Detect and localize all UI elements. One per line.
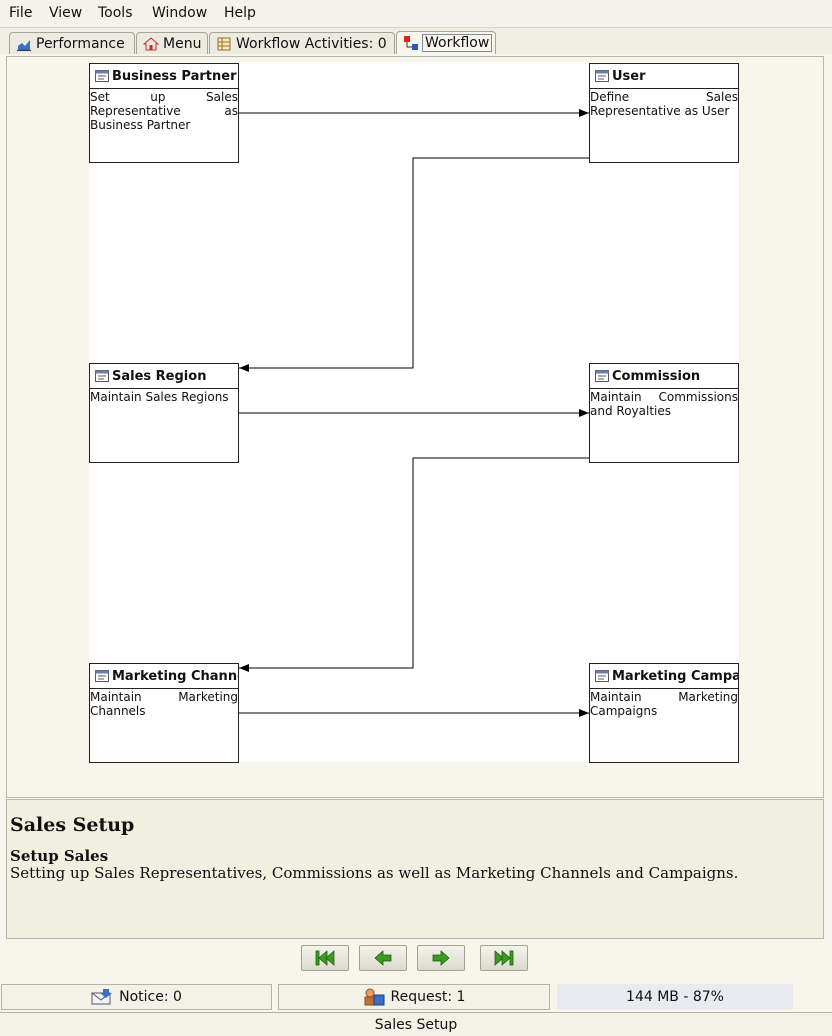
notice-status[interactable]: Notice: 0 (1, 984, 272, 1010)
chart-icon (17, 39, 31, 51)
home-icon (143, 36, 159, 50)
workflow-subtitle: Setup Sales (10, 847, 109, 865)
window-icon (95, 370, 109, 382)
tab-performance[interactable]: Performance (9, 32, 135, 54)
workflow-node-commission[interactable]: Commission Maintain Commissions and Roya… (589, 363, 739, 463)
workflow-node-user[interactable]: User Define Sales Representative as User (589, 63, 739, 163)
menu-view[interactable]: View (49, 5, 83, 21)
last-button[interactable] (480, 945, 528, 971)
workflow-node-business-partner[interactable]: Business Partner Set up Sales Representa… (89, 63, 239, 163)
tab-bar: Performance Menu Workflow Activities: 0 … (0, 28, 832, 54)
window-icon (595, 70, 609, 82)
tab-workflow[interactable]: Workflow (396, 31, 496, 54)
node-description: Define Sales Representative as User (590, 90, 738, 118)
node-title: Marketing Channe (112, 668, 238, 684)
first-icon (315, 950, 335, 966)
node-description: Maintain Marketing Channels (90, 690, 238, 718)
node-title: Marketing Campai (612, 668, 738, 684)
workflow-connectors (239, 109, 589, 717)
status-bar: Notice: 0 Request: 1 144 MB - 87% (0, 983, 832, 1011)
workflow-title: Sales Setup (10, 814, 135, 836)
node-description: Maintain Sales Regions (90, 390, 229, 404)
window-icon (95, 70, 109, 82)
footer-status: Sales Setup (0, 1012, 832, 1036)
node-description: Set up Sales Representative as Business … (90, 90, 238, 132)
connector-commission-channel (239, 457, 589, 672)
window-icon (95, 670, 109, 682)
tab-menu[interactable]: Menu (136, 32, 208, 54)
menu-bar: File View Tools Window Help (0, 0, 832, 28)
description-panel: Sales Setup Setup Sales Setting up Sales… (6, 799, 824, 939)
workflow-canvas: Business Partner Set up Sales Representa… (89, 62, 739, 763)
node-description: Maintain Commissions and Royalties (590, 390, 738, 418)
tab-workflow-activities[interactable]: Workflow Activities: 0 (209, 32, 395, 54)
next-icon (432, 950, 450, 966)
connector-user-region (239, 157, 589, 372)
menu-file[interactable]: File (9, 5, 33, 21)
workflow-help-text: Setting up Sales Representatives, Commis… (10, 864, 739, 882)
menu-window[interactable]: Window (152, 5, 208, 21)
workflow-node-sales-region[interactable]: Sales Region Maintain Sales Regions (89, 363, 239, 463)
mail-icon (91, 989, 113, 1005)
menu-tools[interactable]: Tools (98, 5, 133, 21)
node-title: Sales Region (112, 368, 207, 384)
next-button[interactable] (417, 945, 465, 971)
first-button[interactable] (301, 945, 349, 971)
workflow-node-marketing-campaign[interactable]: Marketing Campai Maintain Marketing Camp… (589, 663, 739, 763)
window-icon (595, 670, 609, 682)
workflow-node-marketing-channel[interactable]: Marketing Channe Maintain Marketing Chan… (89, 663, 239, 763)
window-icon (595, 370, 609, 382)
last-icon (494, 950, 514, 966)
table-icon (217, 37, 231, 50)
previous-button[interactable] (359, 945, 407, 971)
request-status[interactable]: Request: 1 (278, 984, 550, 1010)
node-description: Maintain Marketing Campaigns (590, 690, 738, 718)
node-title: User (612, 68, 646, 84)
request-icon (364, 988, 385, 1006)
previous-icon (374, 950, 392, 966)
node-title: Business Partner (112, 68, 237, 84)
memory-status[interactable]: 144 MB - 87% (557, 984, 793, 1010)
workflow-icon (404, 36, 418, 50)
node-title: Commission (612, 368, 701, 384)
menu-help[interactable]: Help (224, 5, 256, 21)
